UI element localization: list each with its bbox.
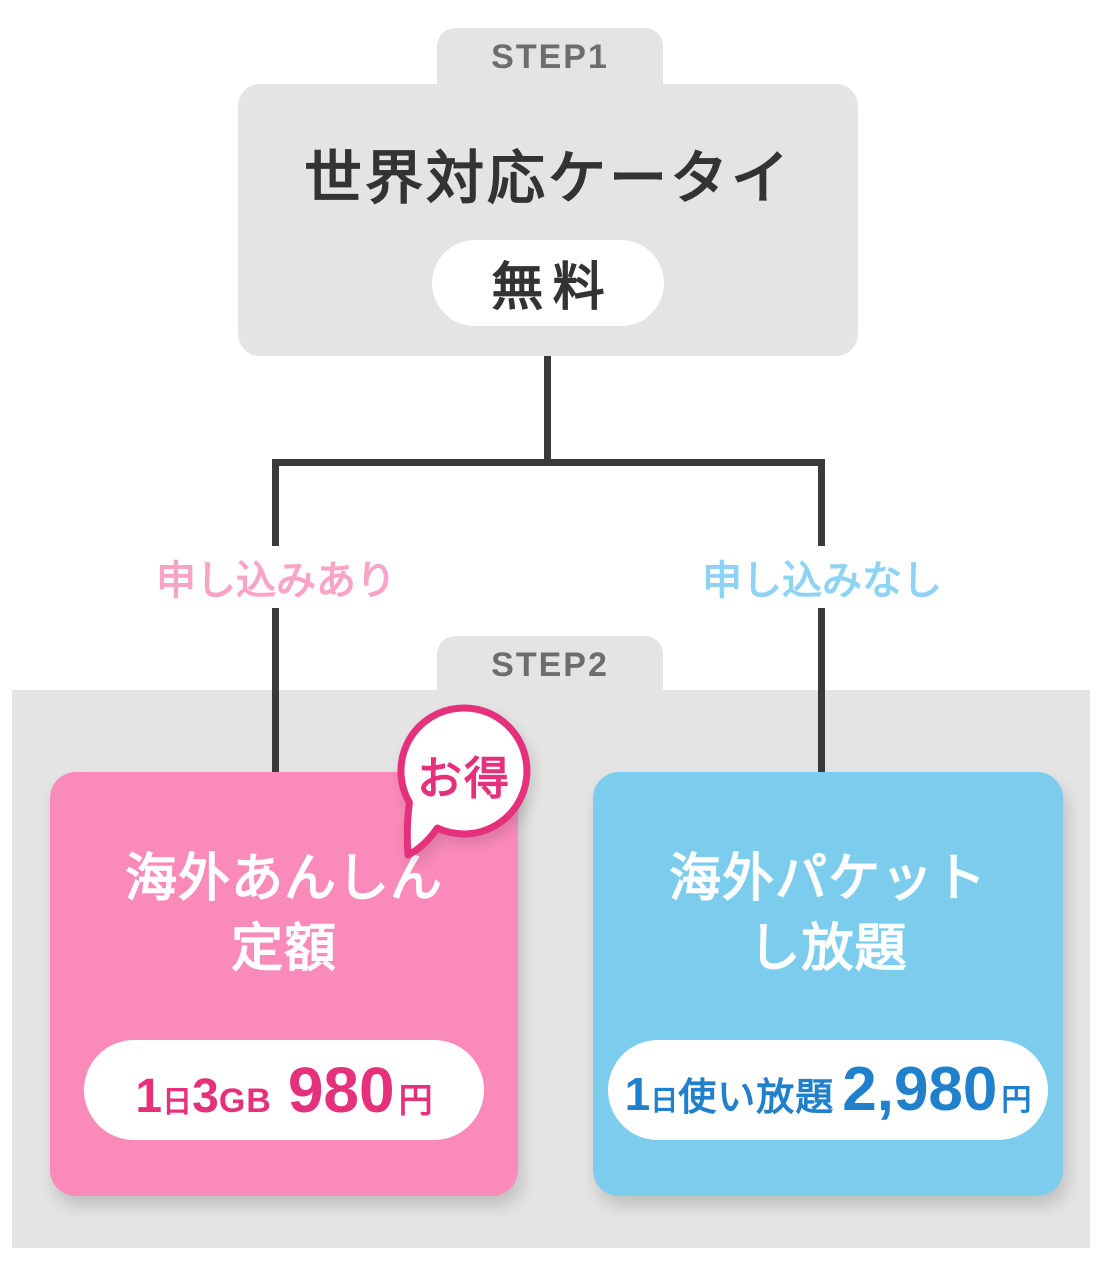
step1-tab: STEP1 [437, 28, 663, 86]
anshin-price-currency: 円 [398, 1082, 433, 1120]
step1-title: 世界対応ケータイ [303, 146, 792, 211]
connector-horizontal-line [272, 459, 825, 466]
anshin-price-day-number: 1 [135, 1070, 163, 1123]
connector-left-line [272, 459, 279, 775]
packet-price-pill: 1 日 使い放題 2,980 円 [608, 1040, 1048, 1140]
free-badge-label: 無料 [491, 259, 615, 318]
plan-card-packet-houdai: 海外パケット し放題 1 日 使い放題 2,980 円 [593, 772, 1063, 1196]
packet-price-description: 使い放題 [678, 1077, 835, 1119]
free-badge: 無料 [432, 239, 664, 326]
plan-card-anshin-title: 海外あんしん 定額 [50, 844, 518, 984]
branch-label-applied: 申し込みあり [142, 546, 410, 608]
plan-card-packet-title-line2: し放題 [748, 920, 908, 979]
step1-box: 世界対応ケータイ 無料 [238, 84, 858, 356]
packet-price-currency: 円 [1001, 1084, 1032, 1117]
anshin-price-quantity: 3 [192, 1070, 219, 1123]
otoku-badge-label: お得 [416, 753, 511, 804]
plan-card-packet-title: 海外パケット し放題 [593, 844, 1063, 984]
branch-label-not-applied: 申し込みなし [688, 546, 956, 608]
step2-tab-label: STEP2 [491, 645, 609, 684]
packet-price-day-number: 1 [624, 1068, 651, 1120]
plan-card-anshin-title-line1: 海外あんしん [124, 850, 443, 908]
speech-bubble-icon [397, 704, 531, 859]
packet-price-day-unit: 日 [650, 1085, 679, 1116]
otoku-speech-bubble-badge: お得 [382, 692, 546, 868]
anshin-price-pill: 1 日 3 GB 980 円 [84, 1040, 484, 1140]
plan-card-anshin-title-line2: 定額 [230, 920, 337, 979]
plan-card-anshin-teigaku: 海外あんしん 定額 1 日 3 GB 980 円 [50, 772, 518, 1196]
connector-right-line [818, 459, 825, 775]
packet-price-amount: 2,980 [842, 1055, 998, 1124]
anshin-price-amount: 980 [287, 1054, 395, 1126]
step1-tab-label: STEP1 [491, 37, 609, 76]
plan-card-packet-title-line1: 海外パケット [668, 850, 987, 908]
anshin-price-quantity-unit: GB [218, 1082, 272, 1120]
anshin-price-day-unit: 日 [162, 1086, 193, 1119]
connector-trunk-line [544, 356, 551, 462]
step2-tab: STEP2 [437, 636, 663, 694]
